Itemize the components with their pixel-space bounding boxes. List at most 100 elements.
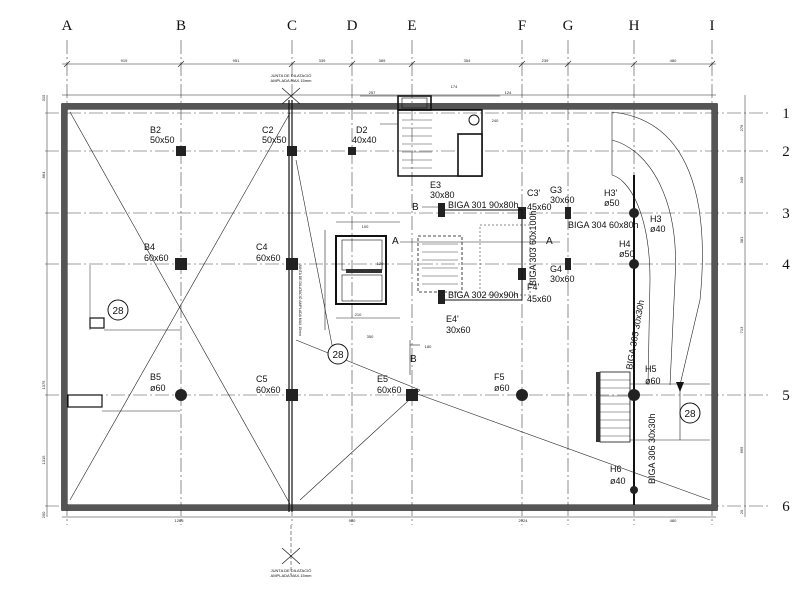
core-dim-5: 120 bbox=[377, 261, 384, 266]
central-core: 100 210 350 180 120 bbox=[324, 221, 531, 375]
dim-e-f: 354 bbox=[464, 58, 471, 63]
pillar-e3 bbox=[438, 203, 445, 217]
grid-label-3: 3 bbox=[782, 206, 790, 222]
grid-label-4: 4 bbox=[782, 257, 790, 273]
label-f5-size: ø60 bbox=[494, 383, 510, 393]
label-b4-size: 60x60 bbox=[144, 253, 169, 263]
dim-right-6: 20 bbox=[739, 509, 744, 514]
label-e4-name: E4' bbox=[446, 314, 459, 324]
curved-ramp bbox=[611, 111, 710, 441]
grid-label-h: H bbox=[629, 18, 640, 34]
grid-label-d: D bbox=[347, 18, 358, 34]
beam-302: BIGA 302 90x90h bbox=[448, 290, 519, 300]
label-g4-name: G4 bbox=[550, 264, 562, 274]
label-c2-name: C2 bbox=[262, 125, 274, 135]
stair-core-top: 257 174 124 240 bbox=[360, 84, 512, 177]
grid-axes-horizontal bbox=[45, 112, 770, 507]
label-f4-name: F4' bbox=[527, 282, 540, 292]
callout-28-left: 28 bbox=[112, 306, 124, 317]
core-dim-1: 100 bbox=[362, 224, 369, 229]
label-h4-size: ø50 bbox=[619, 249, 635, 259]
grid-label-5: 5 bbox=[782, 388, 790, 404]
joint-note-top-1: JUNTA DE DILATACIÓ bbox=[271, 73, 312, 78]
ramp-lines bbox=[69, 111, 711, 505]
dim-left-1: 315 bbox=[41, 94, 46, 101]
pillar-labels: B2 50x50 C2 50x50 D2 40x40 B4 60x60 C4 6… bbox=[144, 125, 666, 486]
label-b2-size: 50x50 bbox=[150, 135, 175, 145]
label-g3-name: G3 bbox=[550, 185, 562, 195]
grid-label-f: F bbox=[518, 18, 526, 34]
dim-a-b: 919 bbox=[121, 58, 128, 63]
dim-right-1: 276 bbox=[739, 124, 744, 131]
label-h6-name: H6 bbox=[610, 464, 622, 474]
joint-note-bottom-2: AMPLADA MAX.15mm bbox=[271, 573, 313, 578]
dim-f-g: 239 bbox=[542, 58, 549, 63]
pillar-g4 bbox=[565, 258, 571, 270]
label-b2-name: B2 bbox=[150, 125, 161, 135]
pillar-c5 bbox=[286, 389, 298, 401]
label-c5-size: 60x60 bbox=[256, 385, 281, 395]
section-a-right: A bbox=[546, 236, 553, 247]
stair-dim-1: 257 bbox=[369, 90, 376, 95]
dim-bottom-1: 1285 bbox=[175, 518, 185, 523]
core-dim-2: 210 bbox=[355, 312, 362, 317]
label-h3p-name: H3' bbox=[604, 188, 618, 198]
dim-bottom-3: 2024 bbox=[519, 518, 529, 523]
dim-right-4: 713 bbox=[739, 326, 744, 333]
dim-bottom-4: 480 bbox=[670, 518, 677, 523]
dim-b-c: 951 bbox=[233, 58, 240, 63]
beam-305: BIGA 305 30x30h bbox=[624, 299, 646, 370]
label-f3-name: C3' bbox=[527, 188, 541, 198]
label-h3p-size: ø50 bbox=[604, 198, 620, 208]
callouts: 28 28 28 bbox=[107, 299, 701, 424]
label-h3-name: H3 bbox=[650, 214, 662, 224]
beam-304: BIGA 304 60x80h bbox=[568, 220, 639, 230]
dim-right-2: 349 bbox=[739, 176, 744, 183]
section-a-left: A bbox=[392, 236, 399, 247]
pillar-g3 bbox=[565, 207, 571, 219]
label-g3-size: 30x60 bbox=[550, 195, 575, 205]
pillar-e5 bbox=[406, 389, 418, 401]
perimeter-wall bbox=[61, 103, 718, 511]
expansion-joint: JUNTA DE DILATACIÓ AMPLADA MAX.15mm JUNT… bbox=[271, 73, 313, 578]
section-b-bottom: B bbox=[410, 354, 417, 365]
dim-left-2: 864 bbox=[41, 171, 46, 178]
dim-left-5: 200 bbox=[41, 511, 46, 518]
label-e4-size: 30x60 bbox=[446, 325, 471, 335]
core-dim-4: 180 bbox=[425, 344, 432, 349]
callout-28-center: 28 bbox=[332, 350, 344, 361]
label-f5-name: F5 bbox=[494, 372, 505, 382]
label-h4-name: H4 bbox=[619, 239, 631, 249]
label-e5-name: E5 bbox=[377, 374, 388, 384]
pillar-f5 bbox=[516, 389, 528, 401]
grid-label-b: B bbox=[176, 18, 186, 34]
pillar-d2 bbox=[348, 147, 356, 155]
dim-c-d: 339 bbox=[319, 58, 326, 63]
dim-left-3: 1375 bbox=[41, 380, 46, 390]
stair-dim-4: 240 bbox=[492, 118, 499, 123]
label-h5-size: ø60 bbox=[645, 376, 661, 386]
pillar-c4 bbox=[286, 258, 298, 270]
top-dimension-chain: 919 951 339 389 354 239 480 bbox=[62, 58, 716, 96]
callout-28-right: 28 bbox=[684, 409, 696, 420]
core-dim-3: 350 bbox=[367, 334, 374, 339]
joint-note-top-2: AMPLADA MAX.15mm bbox=[271, 78, 313, 83]
beam-306: BIGA 306 30x30h bbox=[647, 413, 657, 484]
grid-label-a: A bbox=[62, 18, 73, 34]
label-e3-size: 30x80 bbox=[430, 190, 455, 200]
label-b5-name: B5 bbox=[150, 372, 161, 382]
beam-303: BIGA 303 60x100h bbox=[528, 210, 538, 286]
beam-301: BIGA 301 90x80h bbox=[448, 200, 519, 210]
pillar-b4 bbox=[175, 258, 187, 270]
label-f3-size: 45x60 bbox=[527, 202, 552, 212]
label-f4-size: 45x60 bbox=[527, 294, 552, 304]
label-h5-name: H5 bbox=[645, 364, 657, 374]
stair-dim-3: 124 bbox=[505, 90, 512, 95]
pillar-e4 bbox=[438, 290, 445, 304]
openings-left bbox=[67, 265, 180, 412]
grid-label-g: G bbox=[563, 18, 574, 34]
grid-label-1: 1 bbox=[782, 106, 790, 122]
label-c2-size: 50x50 bbox=[262, 135, 287, 145]
pillar-b5 bbox=[175, 389, 187, 401]
